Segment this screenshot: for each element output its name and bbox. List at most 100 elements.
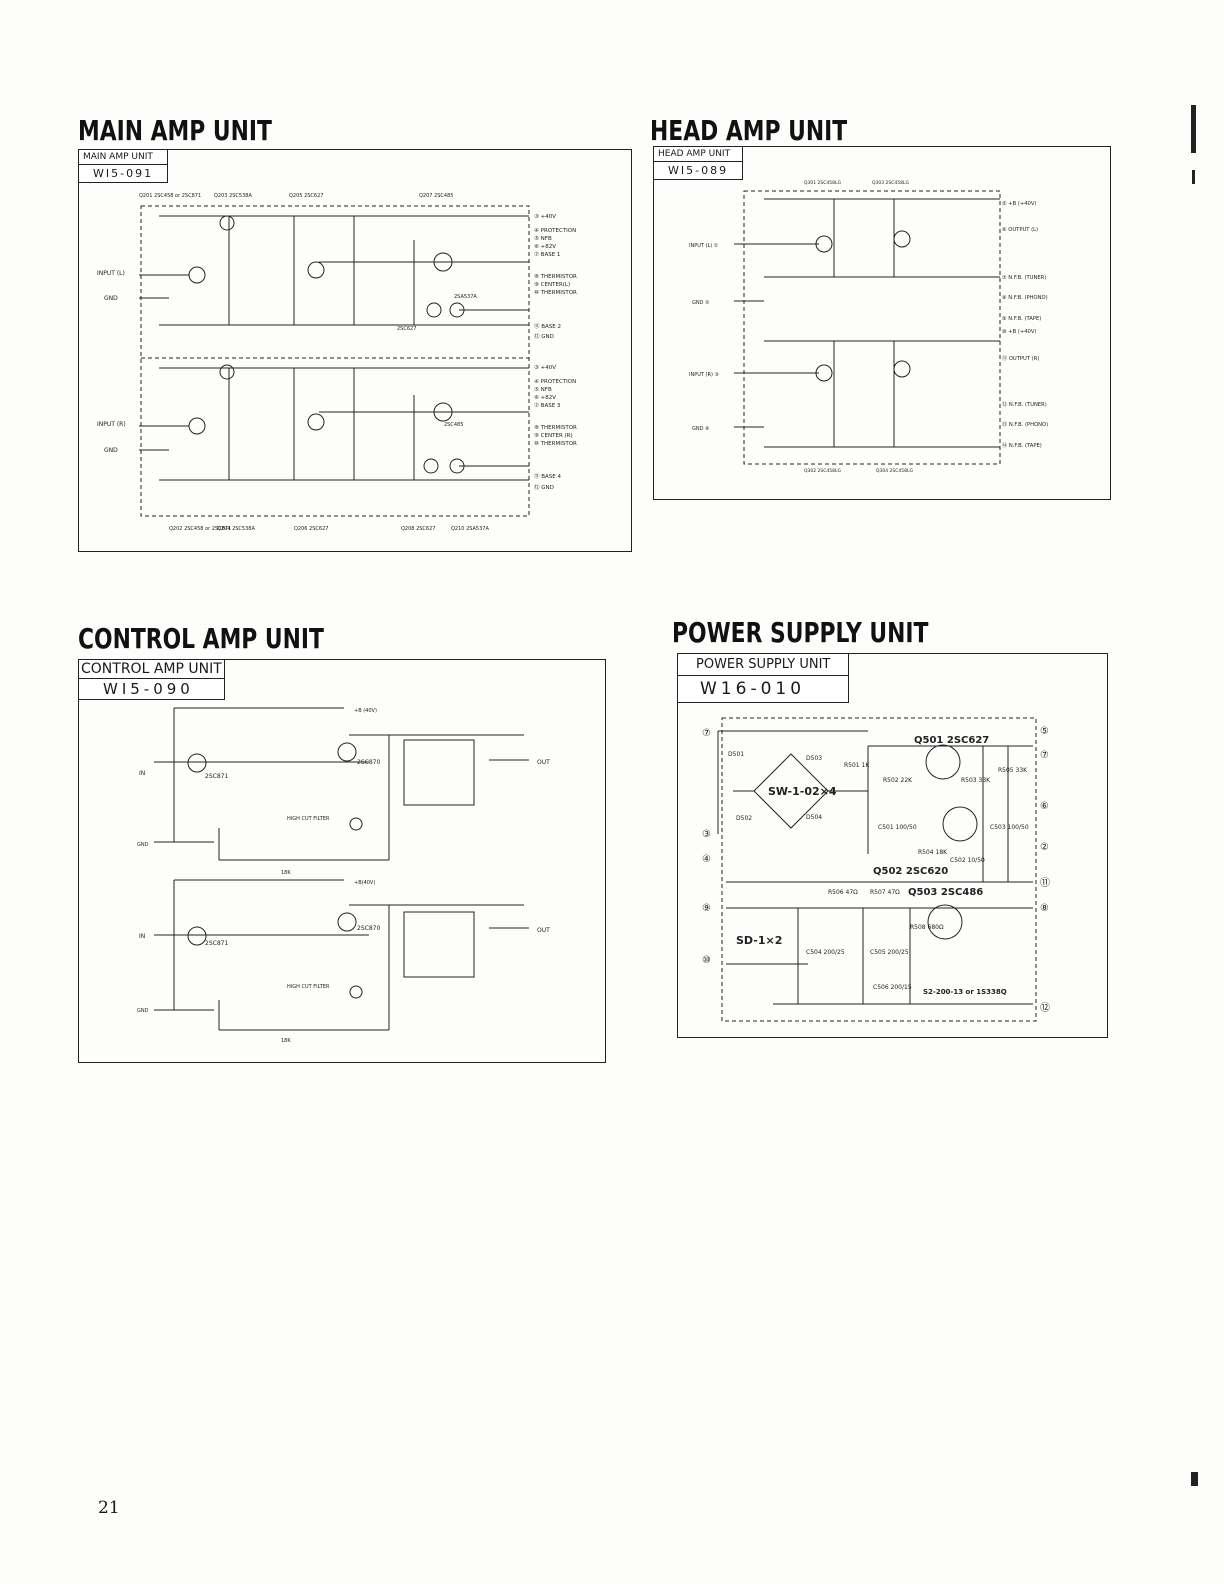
main-amp-panel: MAIN AMP UNIT WI5-091 Q201 2SC458 or 2SC… [78, 149, 632, 552]
ps-tl-3: ⑨ [702, 903, 711, 914]
main-amp-part-1: 2SA537A [454, 294, 477, 300]
ps-c4: C505 200/25 [870, 949, 909, 956]
main-amp-unit-code: WI5-091 [93, 167, 154, 180]
ps-c1: C502 10/50 [950, 857, 985, 864]
main-amp-term-r-4: ⑦ BASE 3 [534, 402, 561, 409]
main-amp-input-l: INPUT (L) [97, 270, 125, 277]
main-amp-term-r-9: ⑫ GND [534, 483, 554, 491]
ps-tr-3: ② [1040, 842, 1049, 853]
head-amp-term-2: ⑦ N.F.B. (TUNER) [1002, 275, 1046, 281]
main-amp-schematic: Q201 2SC458 or 2SC871 Q203 2SC538A Q205 … [97, 193, 577, 532]
main-amp-term-l-7: ⑩ THERMISTOR [534, 289, 577, 296]
ps-tr-0: ⑤ [1040, 726, 1049, 737]
ps-r0: R501 1K [844, 762, 870, 769]
head-amp-term-4: ⑨ N.F.B. (TAPE) [1002, 316, 1041, 322]
main-amp-q-bot-2: Q206 2SC627 [294, 526, 328, 532]
ps-q502: Q502 2SC620 [873, 866, 948, 877]
control-amp-title: CONTROL AMP UNIT [78, 622, 324, 655]
ps-tl-2: ④ [702, 854, 711, 865]
ps-tl-4: ⑩ [702, 955, 711, 966]
ps-r5: R506 47Ω [828, 889, 858, 896]
control-amp-unit-code: WI5-090 [103, 680, 194, 698]
main-amp-term-r-5: ⑧ THERMISTOR [534, 425, 577, 431]
main-amp-term-l-2: ⑤ NFB [534, 236, 552, 242]
ps-d2: D503 [806, 755, 822, 762]
control-amp-up-fb: 18K [281, 870, 291, 876]
head-amp-term-3: ⑧ N.F.B. (PHONO) [1002, 295, 1048, 301]
main-amp-title: MAIN AMP UNIT [78, 114, 272, 147]
control-amp-unit-name: CONTROL AMP UNIT [79, 661, 224, 679]
main-amp-term-l-8: ⑪ BASE 2 [534, 322, 561, 330]
main-amp-term-l-5: ⑧ THERMISTOR [534, 274, 577, 280]
ps-r7: R508 680Ω [910, 924, 944, 931]
main-amp-input-r: INPUT (R) [97, 421, 126, 428]
head-amp-q-bot-0: Q302 2SC458LG [804, 468, 842, 474]
ps-r4: R504 18K [918, 849, 948, 856]
ps-c0: C501 100/50 [878, 824, 917, 831]
control-amp-up-q0: 2SC871 [205, 773, 228, 780]
head-amp-left-0: INPUT (L) ① [689, 243, 719, 249]
main-amp-q-top-3: Q207 2SC485 [419, 193, 453, 199]
power-supply-panel: POWER SUPPLY UNIT W16-010 SW-1-02×4 D501… [677, 653, 1108, 1038]
control-amp-schematic: +B (40V) IN GND OUT 2SC871 2SC870 HIGH C… [137, 707, 550, 1044]
head-amp-left-1: GND ② [692, 300, 710, 306]
ps-q503: Q503 2SC486 [908, 887, 983, 898]
main-amp-part-2: 2SC485 [444, 422, 463, 428]
ps-tr-5: ⑧ [1040, 903, 1049, 914]
ps-tl-1: ③ [702, 829, 711, 840]
power-supply-unit-code: W16-010 [700, 679, 806, 699]
main-amp-q-bot-3: Q208 2SC627 [401, 526, 435, 532]
ps-zener: S2-200-13 or 1S338Q [923, 988, 1007, 996]
head-amp-left-2: INPUT (R) ③ [689, 372, 719, 378]
head-amp-term-5: ⑩ +B (+40V) [1002, 329, 1036, 335]
main-amp-q-bot-4: Q210 2SA537A [451, 526, 489, 532]
control-amp-lo-filter: HIGH CUT FILTER [287, 984, 330, 990]
main-amp-term-l-9: ⑫ GND [534, 332, 554, 340]
ps-r3: R505 33K [998, 767, 1028, 774]
main-amp-term-l-0: ③ +40V [534, 214, 556, 220]
head-amp-title: HEAD AMP UNIT [650, 114, 848, 147]
power-supply-unit-name: POWER SUPPLY UNIT [678, 654, 849, 676]
main-amp-term-r-7: ⑩ THERMISTOR [534, 440, 577, 447]
head-amp-q-bot-1: Q304 2SC458LG [876, 468, 914, 474]
ps-q501: Q501 2SC627 [914, 735, 989, 746]
head-amp-term-0: ⑤ +B (+40V) [1002, 201, 1036, 207]
ps-d1: D502 [736, 815, 752, 822]
control-amp-lo-q0: 2SC871 [205, 940, 228, 947]
head-amp-term-9: ⑭ N.F.B. (TAPE) [1002, 441, 1042, 449]
ps-r2: R503 33K [961, 777, 991, 784]
binding-mark-bottom [1191, 1472, 1198, 1486]
head-amp-term-6: ⑪ OUTPUT (R) [1002, 354, 1039, 362]
ps-d0: D501 [728, 751, 744, 758]
control-amp-up-supply: +B (40V) [354, 708, 377, 714]
main-amp-term-r-0: ③ +40V [534, 365, 556, 371]
head-amp-id-box: HEAD AMP UNIT WI5-089 [654, 147, 744, 180]
main-amp-term-l-4: ⑦ BASE 1 [534, 251, 560, 258]
main-amp-term-r-8: ⑪ BASE 4 [534, 472, 561, 480]
power-supply-schematic: SW-1-02×4 D501 D502 D503 D504 Q501 2SC62… [702, 717, 1050, 1022]
main-amp-gnd-l: GND [104, 295, 118, 302]
main-amp-term-l-3: ⑥ +82V [534, 244, 556, 250]
main-amp-term-r-6: ⑨ CENTER (R) [534, 432, 573, 439]
head-amp-unit-code: WI5-089 [668, 164, 729, 177]
main-amp-term-l-1: ④ PROTECTION [534, 228, 576, 234]
power-supply-title: POWER SUPPLY UNIT [672, 616, 929, 649]
ps-sd: SD-1×2 [736, 934, 782, 947]
main-amp-q-top-0: Q201 2SC458 or 2SC871 [139, 193, 201, 199]
main-amp-term-l-6: ⑨ CENTER(L) [534, 281, 570, 288]
main-amp-part-0: 2SC627 [397, 326, 416, 332]
control-amp-panel: CONTROL AMP UNIT WI5-090 +B (40V) IN GND… [78, 659, 606, 1063]
power-supply-id-box: POWER SUPPLY UNIT W16-010 [678, 654, 850, 703]
main-amp-id-box: MAIN AMP UNIT WI5-091 [79, 150, 169, 183]
page-number: 21 [98, 1498, 120, 1518]
control-amp-lo-gnd: GND [137, 1008, 149, 1014]
control-amp-lo-out: OUT [537, 927, 550, 934]
control-amp-up-q1: 2SC870 [357, 759, 380, 766]
ps-c5: C506 200/15 [873, 984, 912, 991]
head-amp-panel: HEAD AMP UNIT WI5-089 Q301 2SC458LG Q303… [653, 146, 1111, 500]
main-amp-q-bot-0: Q202 2SC458 or 2SC871 [169, 526, 231, 532]
main-amp-q-top-2: Q205 2SC627 [289, 193, 323, 199]
head-amp-term-7: ⑫ N.F.B. (TUNER) [1002, 400, 1047, 408]
ps-tr-4: ⑪ [1040, 877, 1050, 889]
ps-tl-0: ⑦ [702, 728, 711, 739]
